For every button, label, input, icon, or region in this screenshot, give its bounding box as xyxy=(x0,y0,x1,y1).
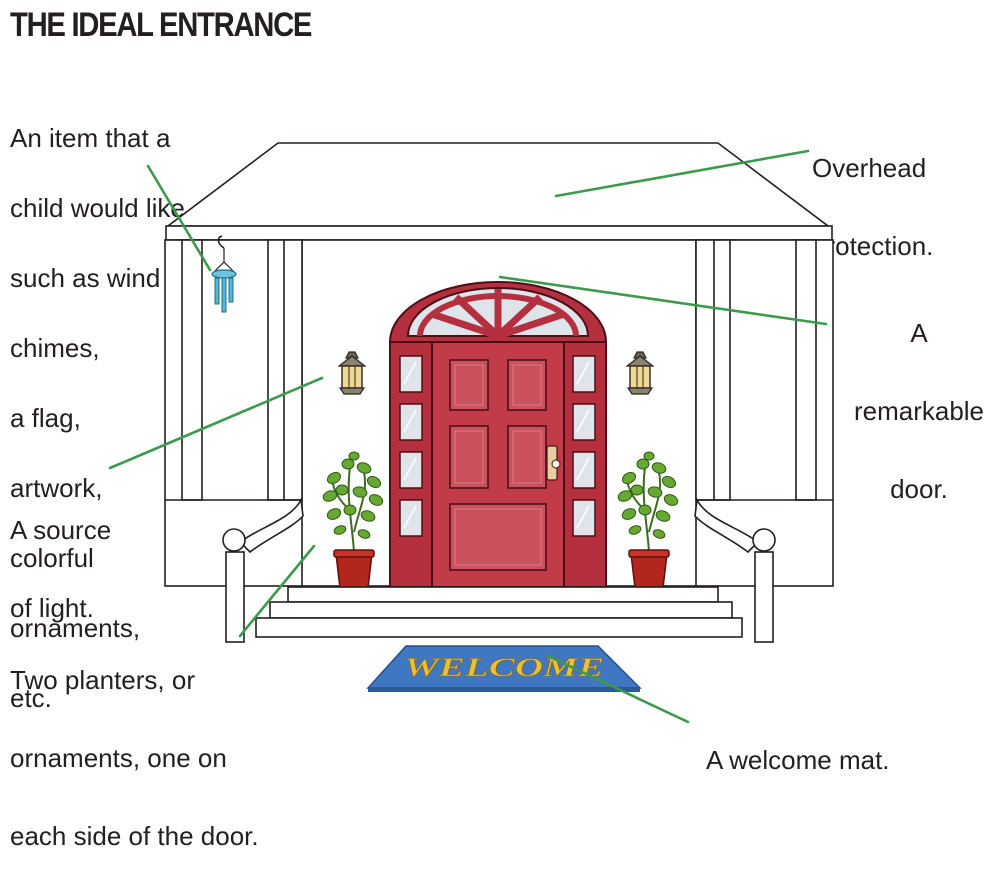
label-line: chimes, xyxy=(10,333,100,363)
label-line: etc. xyxy=(10,683,52,713)
label-line: a flag, xyxy=(10,403,81,433)
pointer-planters xyxy=(238,544,316,638)
label-line: Two planters, or xyxy=(10,665,195,695)
label-line: child would like, xyxy=(10,193,193,223)
front-door xyxy=(389,281,607,588)
label-line: ornaments, xyxy=(10,613,141,643)
page-title: THE IDEAL ENTRANCE xyxy=(10,6,312,44)
welcome-mat-icon: WELCOME xyxy=(366,645,642,692)
pointer-overhead xyxy=(554,149,810,198)
label-line: each side of the door. xyxy=(10,821,259,851)
label-line: door. xyxy=(890,474,948,504)
label-line: A xyxy=(910,318,928,348)
wind-chimes-icon xyxy=(211,235,237,313)
label-remarkable-door: A remarkable door. xyxy=(838,275,1000,548)
pointer-child-item xyxy=(146,164,212,272)
label-line: A source xyxy=(10,515,112,545)
entrance-illustration: WELCOME xyxy=(108,142,834,724)
label-line: remarkable xyxy=(853,396,985,426)
front-steps xyxy=(255,586,743,638)
label-light-source: A source of light. xyxy=(10,472,111,667)
label-line: A welcome mat. xyxy=(706,745,890,775)
label-line: such as wind xyxy=(10,263,161,293)
label-child-item: An item that a child would like, such as… xyxy=(10,86,192,751)
label-line: An item that a xyxy=(10,123,171,153)
pointer-mat xyxy=(546,654,690,724)
pointer-door xyxy=(498,275,828,326)
pointer-lines xyxy=(108,149,828,724)
pointer-light xyxy=(108,376,324,470)
label-line: colorful xyxy=(10,543,94,573)
label-line: artwork, xyxy=(10,473,103,503)
roof-canopy xyxy=(165,142,833,241)
label-line: of light. xyxy=(10,593,94,623)
label-line: Overhead xyxy=(812,153,927,183)
stair-railings xyxy=(222,497,776,643)
welcome-mat-text: WELCOME xyxy=(404,653,604,682)
